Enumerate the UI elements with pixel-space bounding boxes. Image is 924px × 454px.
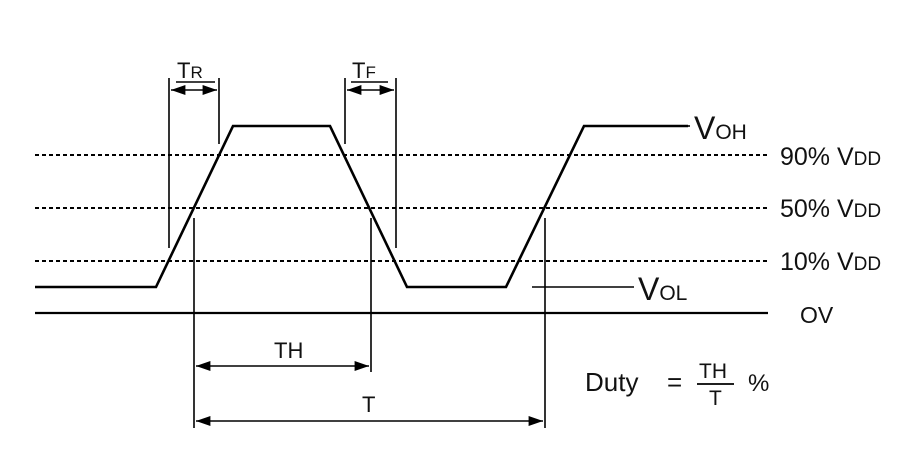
level-10-label: 10% VDD [780, 248, 881, 276]
tr-label: TR [177, 58, 203, 83]
duty-percent: % [748, 370, 769, 397]
zero-volt-label: OV [800, 302, 834, 328]
duty-denominator: T [709, 387, 722, 410]
tf-label: TF [352, 58, 376, 83]
level-50-label: 50% VDD [780, 195, 881, 223]
duty-text: Duty [585, 367, 638, 397]
level-90-label: 90% VDD [780, 143, 881, 171]
voh-label: VOH [694, 110, 747, 146]
th-label: TH [274, 338, 303, 363]
pwm-waveform [35, 124, 688, 289]
duty-equals: = [667, 367, 682, 397]
t-label: T [362, 392, 375, 417]
vol-label: VOL [638, 271, 687, 307]
duty-numerator: TH [699, 360, 727, 383]
